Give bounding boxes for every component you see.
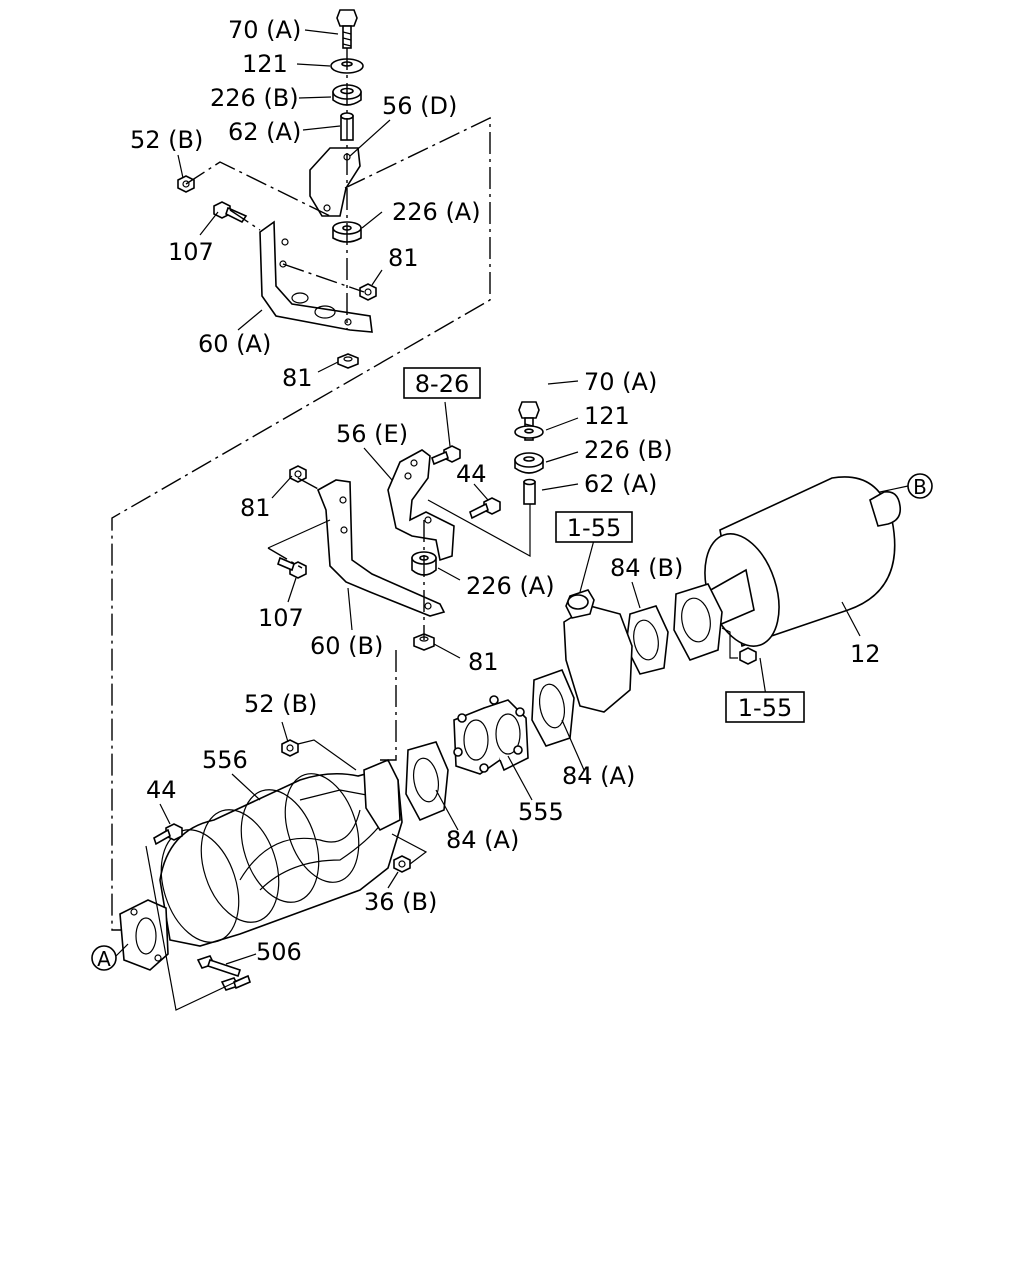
label-bracket-56d: 56 (D) [382,92,457,120]
part-labels: 70 (A) 121 226 (B) 62 (A) 56 (D) 52 (B) … [130,16,881,966]
label-collar-62a-top: 62 (A) [228,118,301,146]
middle-mount-assembly [267,401,531,761]
label-nut-81-mid: 81 [468,648,499,676]
label-nut-81-top-bottom: 81 [282,364,313,392]
converter-556 [115,721,428,1011]
label-bracket-60a: 60 (A) [198,330,271,358]
label-converter-556: 556 [202,746,248,774]
label-rubber-226b-right: 226 (B) [584,436,673,464]
callout-b-label: B [913,475,927,499]
label-bracket-60b: 60 (B) [310,632,383,660]
label-gasket-84b: 84 (B) [610,554,683,582]
ref-1-55-bottom-label[interactable]: 1-55 [738,694,792,722]
bracket-60b [316,479,446,617]
label-flange-555: 555 [518,798,564,826]
label-nut-36b: 36 (B) [364,888,437,916]
label-gasket-84a-right: 84 (A) [562,762,635,790]
bracket-56e [387,449,455,562]
right-mount-stack [514,380,579,505]
label-nut-52b-low: 52 (B) [244,690,317,718]
bolt-44-mid [469,497,501,520]
ref-1-55-top-label[interactable]: 1-55 [567,514,621,542]
callout-a: A [91,945,117,971]
callout-a-label: A [97,947,111,971]
label-rubber-226b-top: 226 (B) [210,84,299,112]
label-bolt-44-mid: 44 [456,460,487,488]
label-nut-81-top-mid: 81 [388,244,419,272]
washer-121-right [514,425,544,439]
label-bolt-506: 506 [256,938,302,966]
label-nut-52b-top: 52 (B) [130,126,203,154]
muffler-12 [563,476,909,713]
label-bolt-70a-top: 70 (A) [228,16,301,44]
bolt-107-top [213,201,248,224]
label-bracket-56e: 56 (E) [336,420,408,448]
label-gasket-84a-left: 84 (A) [446,826,519,854]
bolt-8-26 [431,445,461,466]
rubber-226b-right [514,452,544,474]
label-bolt-70a-right: 70 (A) [584,368,657,396]
label-collar-62a-right: 62 (A) [584,470,657,498]
top-mount-assembly [111,9,491,931]
label-washer-121-top: 121 [242,50,288,78]
ref-box-8-26[interactable]: 8-26 [403,367,481,399]
bolt-70a-top [336,9,358,49]
nut-81-top-mid [359,283,377,301]
bracket-60a [259,220,373,333]
ref-box-1-55-top[interactable]: 1-55 [555,511,633,543]
ref-8-26-label[interactable]: 8-26 [415,370,469,398]
label-bolt-107-mid: 107 [258,604,304,632]
collar-62a-right [523,478,536,505]
bracket-56d [309,147,361,217]
label-rubber-226a-top: 226 (A) [392,198,481,226]
label-muffler-12: 12 [850,640,881,668]
label-nut-81-left: 81 [240,494,271,522]
label-bolt-44-low: 44 [146,776,177,804]
bolt-107-mid [277,556,307,579]
flange-gaskets [405,668,585,831]
callout-b: B [907,473,933,499]
ref-box-1-55-bottom[interactable]: 1-55 [725,691,805,723]
nut-81-top-bottom [337,353,359,369]
nut-81-left [289,465,307,483]
label-rubber-226a-mid: 226 (A) [466,572,555,600]
label-washer-121-right: 121 [584,402,630,430]
label-bolt-107-top: 107 [168,238,214,266]
